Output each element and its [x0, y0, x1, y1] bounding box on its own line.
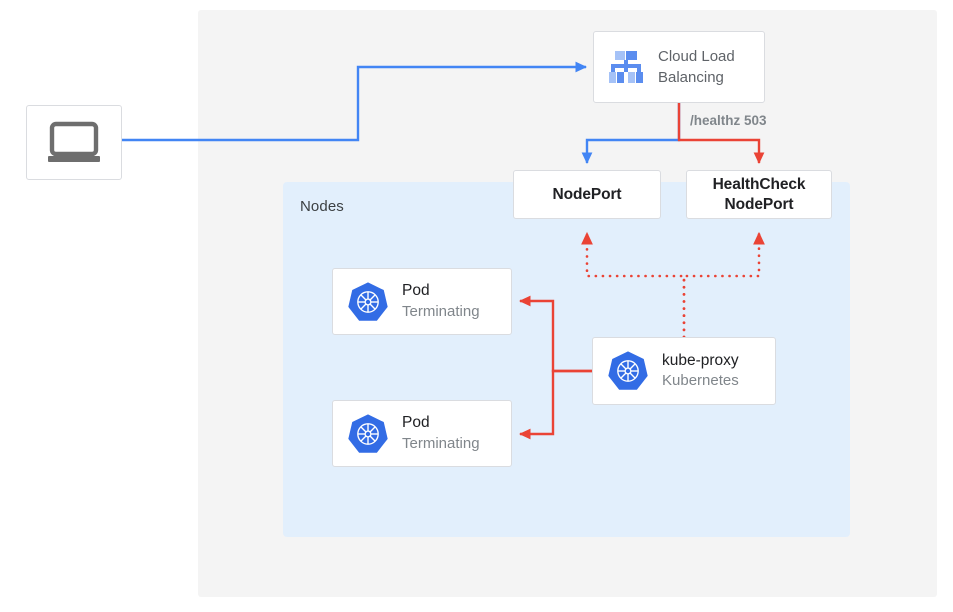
- healthcheck-nodeport-label: HealthCheck NodePort: [713, 175, 806, 215]
- kube-proxy-box: kube-proxy Kubernetes: [592, 337, 776, 405]
- cloud-load-balancing-line1: Cloud Load: [658, 47, 735, 65]
- client-laptop-box: [26, 105, 122, 180]
- cloud-load-balancing-text: Cloud Load Balancing: [658, 46, 735, 89]
- nodeport-label: NodePort: [552, 185, 622, 203]
- kubernetes-icon: [608, 351, 648, 390]
- pod-box: Pod Terminating: [332, 268, 512, 335]
- kube-proxy-text: kube-proxy Kubernetes: [662, 351, 739, 392]
- cloud-load-balancing-line2: Balancing: [658, 69, 724, 86]
- pod-status: Terminating: [402, 302, 480, 320]
- healthz-503-label: /healthz 503: [690, 113, 767, 128]
- kubernetes-icon: [348, 413, 388, 453]
- kube-proxy-subtitle: Kubernetes: [662, 372, 739, 390]
- laptop-icon: [48, 121, 100, 162]
- kubernetes-icon: [348, 281, 388, 321]
- pod-status: Terminating: [402, 434, 480, 452]
- pod-text: Pod Terminating: [402, 281, 480, 322]
- healthcheck-nodeport-line1: HealthCheck: [712, 175, 806, 193]
- cloud-load-balancing-icon: [609, 51, 643, 83]
- pod-box: Pod Terminating: [332, 400, 512, 467]
- pod-text: Pod Terminating: [402, 413, 480, 454]
- pod-name: Pod: [402, 282, 430, 300]
- kube-proxy-name: kube-proxy: [662, 351, 739, 369]
- healthcheck-nodeport-box: HealthCheck NodePort: [686, 170, 832, 219]
- cloud-load-balancing-box: Cloud Load Balancing: [593, 31, 765, 103]
- nodeport-box: NodePort: [513, 170, 661, 219]
- healthcheck-nodeport-line2: NodePort: [724, 195, 794, 213]
- pod-name: Pod: [402, 414, 430, 432]
- nodes-region-label: Nodes: [300, 198, 344, 215]
